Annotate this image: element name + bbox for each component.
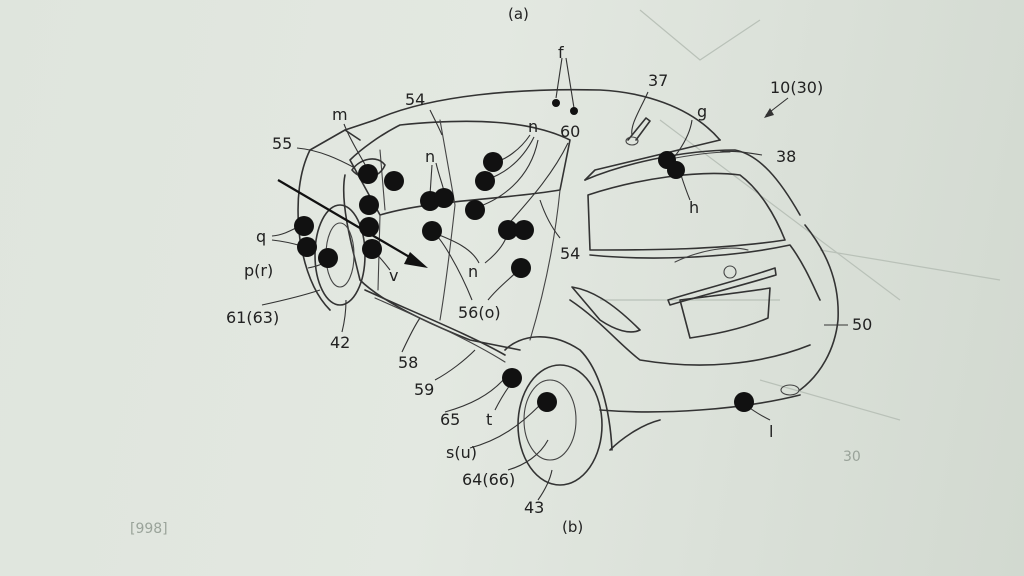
sensor-dot xyxy=(359,195,379,215)
sensor-dot xyxy=(734,392,754,412)
label-g: g xyxy=(697,102,707,121)
sensor-dot xyxy=(667,161,685,179)
sensor-dot xyxy=(502,368,522,388)
label-t: t xyxy=(486,410,492,429)
label-n-low: n xyxy=(468,262,478,281)
label-54-side: 54 xyxy=(560,244,580,263)
label-37: 37 xyxy=(648,71,668,90)
sensor-dot xyxy=(498,220,518,240)
label-59: 59 xyxy=(414,380,434,399)
sensor-dot xyxy=(511,258,531,278)
sensor-dot xyxy=(552,99,560,107)
label-p-r: p(r) xyxy=(244,261,273,280)
reference-labels: (a) (b) 10(30) 30 [998] f 37 54 m n 60 g… xyxy=(130,5,872,537)
label-43: 43 xyxy=(524,498,544,517)
travel-direction-arrow xyxy=(277,179,428,268)
label-q: q xyxy=(256,227,266,246)
sensor-dot xyxy=(384,171,404,191)
sensor-dot xyxy=(294,216,314,236)
faint-mark: 30 xyxy=(843,449,861,465)
label-n-top: n xyxy=(528,117,538,136)
label-58: 58 xyxy=(398,353,418,372)
faint-mark: [998] xyxy=(130,521,168,537)
label-56-o: 56(o) xyxy=(458,303,501,322)
label-f: f xyxy=(558,43,564,62)
label-38: 38 xyxy=(776,147,796,166)
label-h: h xyxy=(689,198,699,217)
sensor-dot xyxy=(318,248,338,268)
caption-bottom: (b) xyxy=(562,518,583,536)
sensor-dot xyxy=(362,239,382,259)
label-61-63: 61(63) xyxy=(226,308,279,327)
sensor-dot xyxy=(475,171,495,191)
sensor-dot xyxy=(514,220,534,240)
label-l: l xyxy=(769,422,773,441)
sensor-dot xyxy=(537,392,557,412)
sensor-dot xyxy=(434,188,454,208)
caption-top: (a) xyxy=(508,5,529,23)
label-v: v xyxy=(389,266,398,285)
sensor-dot xyxy=(465,200,485,220)
sensor-dot xyxy=(297,237,317,257)
sensor-dot xyxy=(570,107,578,115)
label-s-u: s(u) xyxy=(446,443,477,462)
label-55: 55 xyxy=(272,134,292,153)
label-65: 65 xyxy=(440,410,460,429)
car-outline xyxy=(297,88,839,486)
label-54-top: 54 xyxy=(405,90,425,109)
sensor-dot xyxy=(483,152,503,172)
label-42: 42 xyxy=(330,333,350,352)
sensor-dot xyxy=(358,164,378,184)
sensor-dot xyxy=(422,221,442,241)
label-60: 60 xyxy=(560,122,580,141)
label-n-mid: n xyxy=(425,147,435,166)
label-64-66: 64(66) xyxy=(462,470,515,489)
sensor-dots xyxy=(294,99,754,412)
label-m: m xyxy=(332,105,348,124)
label-50: 50 xyxy=(852,315,872,334)
figure-reference: 10(30) xyxy=(770,78,823,97)
sensor-dot xyxy=(359,217,379,237)
